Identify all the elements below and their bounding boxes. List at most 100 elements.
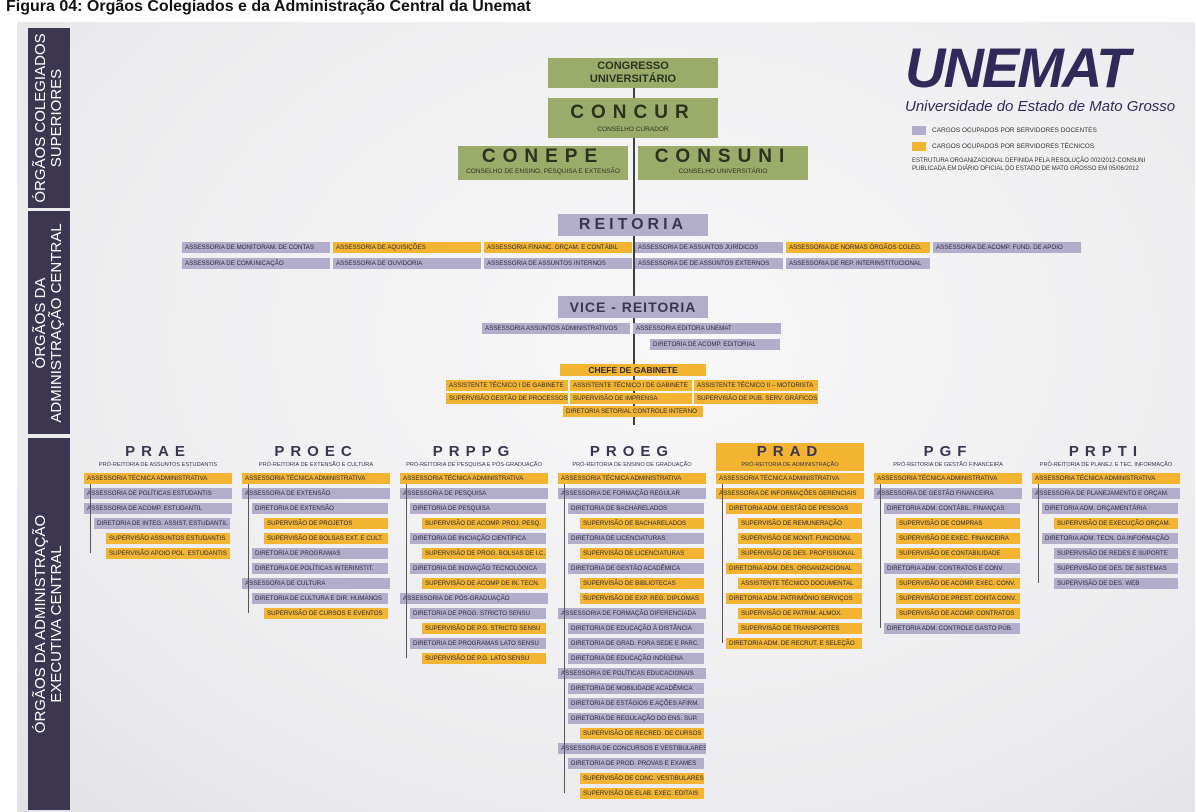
pro-reitoria-connector xyxy=(90,484,91,553)
pro-reitoria-connector xyxy=(248,484,249,613)
pro-reitoria-item: ASSESSORIA TÉCNICA ADMINISTRATIVA xyxy=(84,473,232,484)
pro-reitoria-subtitle: PRÓ-REITORIA DE ASSUNTOS ESTUDANTIS xyxy=(98,462,218,468)
pro-reitoria-item: SUPERVISÃO DE PREST. CONTA CONV. xyxy=(896,593,1020,604)
logo-tagline: Universidade do Estado de Mato Grosso xyxy=(905,98,1176,115)
logo-word: UNEMAT xyxy=(905,36,1130,99)
pro-reitoria-subtitle: PRÓ-REITORIA DE ADMINISTRAÇÃO xyxy=(741,462,839,468)
spine-line xyxy=(633,80,635,425)
pro-reitoria-item: SUPERVISÃO DE BIBLIOTECAS xyxy=(580,578,704,589)
vice-assessoria-item: ASSESSORIA ASSUNTOS ADMINISTRATIVOS xyxy=(482,323,630,334)
pro-reitoria-item: SUPERVISÃO DE MONIT. FUNCIONAL xyxy=(738,533,862,544)
pro-reitoria-item: ASSESSORIA TÉCNICA ADMINISTRATIVA xyxy=(242,473,390,484)
pro-reitoria-item: SUPERVISÃO DE DES. WEB xyxy=(1054,578,1178,589)
figure-caption: Figura 04: Órgãos Colegiados e da Admini… xyxy=(6,0,531,15)
consuni-box: CONSUNI CONSELHO UNIVERSITÁRIO xyxy=(638,146,808,180)
pro-reitoria-item: DIRETORIA DE CULTURA E DIR. HUMANOS xyxy=(252,593,388,604)
gabinete-item: SUPERVISÃO DE PUB. SERV. GRÁFICOS xyxy=(694,393,818,404)
pro-reitoria-item: SUPERVISÃO APOIO POL. ESTUDANTIS xyxy=(106,548,230,559)
pro-reitoria-item: SUPERVISÃO DE PROG. BOLSAS DE I.C. xyxy=(422,548,546,559)
pro-reitoria-title: PRAE xyxy=(125,443,191,460)
pro-reitoria-item: ASSESSORIA DE FORMAÇÃO DIFERENCIADA xyxy=(558,608,706,619)
pro-reitoria-item: DIRETORIA DE LICENCIATURAS xyxy=(568,533,704,544)
legend-swatch-docentes xyxy=(912,126,926,135)
pro-reitoria-item: DIRETORIA ADM. PATRIMÔNIO SERVIÇOS xyxy=(726,593,862,604)
pro-reitoria-item: ASSISTENTE TÉCNICO DOCUMENTAL xyxy=(738,578,862,589)
pro-reitoria-item: SUPERVISÃO DE ACOMP DE IN. TECN. xyxy=(422,578,546,589)
pro-reitoria-item: SUPERVISÃO DE ELAB. EXEC. EDITAIS xyxy=(580,788,704,799)
pro-reitoria-item: DIRETORIA DE PROG. STRICTO SENSU xyxy=(410,608,546,619)
pro-reitoria-item: SUPERVISÃO DE LICENCIATURAS xyxy=(580,548,704,559)
pro-reitoria-item: ASSESSORIA DE CULTURA xyxy=(242,578,390,589)
pro-reitoria-subtitle: PRÓ-REITORIA DE GESTÃO FINANCEIRA xyxy=(893,462,1003,468)
pro-reitoria-title: PRPPG xyxy=(432,443,516,460)
pro-reitoria-item: ASSESSORIA DE POLÍTICAS EDUCACIONAIS xyxy=(558,668,706,679)
pro-reitoria-item: SUPERVISÃO DE ACOMP. EXEC. CONV. xyxy=(896,578,1020,589)
pro-reitoria-item: ASSESSORIA TÉCNICA ADMINISTRATIVA xyxy=(400,473,548,484)
pro-reitoria-connector xyxy=(880,484,881,628)
vice-reitoria-box: VICE - REITORIA xyxy=(558,296,708,318)
side-label-admin-executiva: ÓRGÃOS DA ADMINISTRAÇÃO EXECUTIVA CENTRA… xyxy=(28,438,70,810)
pro-reitoria-item: ASSESSORIA DE GESTÃO FINANCEIRA xyxy=(874,488,1022,499)
gabinete-item: SUPERVISÃO DE IMPRENSA xyxy=(570,393,692,404)
pro-reitoria-item: SUPERVISÃO DE RECRED. DE CURSOS xyxy=(580,728,704,739)
pro-reitoria-item: SUPERVISÃO DE EXP. REG. DIPLOMAS xyxy=(580,593,704,604)
pro-reitoria-item: DIRETORIA ADM. CONTÁBIL. FINANÇAS xyxy=(884,503,1020,514)
pro-reitoria-item: DIRETORIA DE REGULAÇÃO DO ENS. SUP. xyxy=(568,713,704,724)
pro-reitoria-subtitle: PRÓ-REITORIA DE PLANEJ. E TEC. INFORMAÇÃ… xyxy=(1039,462,1173,468)
pro-reitoria-item: SUPERVISÃO DE CURSOS E EVENTOS xyxy=(264,608,388,619)
pro-reitoria-item: DIRETORIA DE ESTÁGIOS E AÇÕES AFIRM. xyxy=(568,698,704,709)
gabinete-item: ASSISTENTE TÉCNICO I DE GABINETE xyxy=(446,380,568,391)
pro-reitoria-title: PRPTI xyxy=(1068,443,1144,460)
pro-reitoria-item: SUPERVISÃO DE PROJETOS xyxy=(264,518,388,529)
pro-reitoria-item: SUPERVISÃO DE COMPRAS xyxy=(896,518,1020,529)
pro-reitoria-item: SUPERVISÃO DE P.G. STRICTO SENSU xyxy=(422,623,546,634)
legend-swatch-tecnicos xyxy=(912,142,926,151)
legend-note-1: ESTRUTURA ORGANIZACIONAL DEFINIDA PELA R… xyxy=(912,158,1146,164)
pro-reitoria-item: DIRETORIA ADM. CONTRATOS E CONV. xyxy=(884,563,1020,574)
pro-reitoria-subtitle: PRÓ-REITORIA DE PESQUISA E PÓS-GRADUAÇÃO xyxy=(406,462,542,468)
pro-reitoria-item: DIRETORIA DE PROD. PROVAS E EXAMES xyxy=(568,758,704,769)
pro-reitoria-item: ASSESSORIA DE PLANEJAMENTO E ORÇAM. xyxy=(1032,488,1180,499)
pro-reitoria-item: SUPERVISÃO DE CONC. VESTIBULARES xyxy=(580,773,704,784)
gabinete-item: SUPERVISÃO GESTÃO DE PROCESSOS xyxy=(446,393,568,404)
reitoria-assessoria-item: ASSESSORIA DE ACOMP. FUND. DE APOIO xyxy=(933,242,1081,253)
pro-reitoria-item: DIRETORIA ADM. DES. ORGANIZACIONAL xyxy=(726,563,862,574)
gabinete-item: ASSISTENTE TÉCNICO II – MOTORISTA xyxy=(694,380,818,391)
vice-reitoria-title: VICE - REITORIA xyxy=(569,299,697,315)
congresso-line2: UNIVERSITÁRIO xyxy=(589,73,677,85)
pro-reitoria-item: ASSESSORIA DE ACOMP. ESTUDANTIL xyxy=(84,503,232,514)
pro-reitoria-item: ASSESSORIA TÉCNICA ADMINISTRATIVA xyxy=(716,473,864,484)
conepe-box: CONEPE CONSELHO DE ENSINO, PESQUISA E EX… xyxy=(458,146,628,180)
reitoria-title: REITORIA xyxy=(578,216,688,233)
reitoria-assessoria-item: ASSESSORIA FINANC. ORÇAM. E CONTÁBIL xyxy=(484,242,632,253)
consuni-subtitle: CONSELHO UNIVERSITÁRIO xyxy=(678,168,768,175)
pro-reitoria-item: SUPERVISÃO DE DES. PROFISSIONAL xyxy=(738,548,862,559)
pro-reitoria-item: SUPERVISÃO DE EXECUÇÃO ORÇAM. xyxy=(1054,518,1178,529)
pro-reitoria-item: SUPERVISÃO DE TRANSPORTES xyxy=(738,623,862,634)
pro-reitoria-item: SUPERVISÃO DE BACHARELADOS xyxy=(580,518,704,529)
congresso-box: CONGRESSO UNIVERSITÁRIO xyxy=(548,58,718,88)
pro-reitoria-item: SUPERVISÃO ASSUNTOS ESTUDANTIS xyxy=(106,533,230,544)
pro-reitoria-item: DIRETORIA DE GRAD. FORA SEDE E PARC. xyxy=(568,638,704,649)
pro-reitoria-item: SUPERVISÃO DE CONTABILIDADE xyxy=(896,548,1020,559)
pro-reitoria-item: ASSESSORIA DE PESQUISA xyxy=(400,488,548,499)
pro-reitoria-item: SUPERVISÃO DE REDES E SUPORTE xyxy=(1054,548,1178,559)
pro-reitoria-connector xyxy=(564,484,565,793)
pro-reitoria-item: ASSESSORIA TÉCNICA ADMINISTRATIVA xyxy=(1032,473,1180,484)
legend-docentes: CARGOS OCUPADOS POR SERVIDORES DOCENTES xyxy=(932,127,1097,134)
gabinete-item: DIRETORIA SETORIAL CONTROLE INTERNO xyxy=(563,406,703,417)
pro-reitoria-item: ASSESSORIA DE POLÍTICAS ESTUDANTIS xyxy=(84,488,232,499)
pro-reitoria-item: ASSESSORIA TÉCNICA ADMINISTRATIVA xyxy=(558,473,706,484)
pro-reitoria-item: ASSESSORIA DE PÓS-GRADUAÇÃO xyxy=(400,593,548,604)
pro-reitoria-item: DIRETORIA DE PESQUISA xyxy=(410,503,546,514)
pro-reitoria-item: DIRETORIA ADM. CONTROLE GASTO PÚB. xyxy=(884,623,1020,634)
concur-subtitle: CONSELHO CURADOR xyxy=(597,126,669,133)
pro-reitoria-connector xyxy=(722,484,723,643)
pro-reitoria-connector xyxy=(1038,484,1039,583)
pro-reitoria-title: PROEC xyxy=(274,443,358,460)
reitoria-assessoria-item: ASSESSORIA DE COMUNICAÇÃO xyxy=(182,258,330,269)
pro-reitoria-item: DIRETORIA DE PROGRAMAS LATO SENSU xyxy=(410,638,546,649)
pro-reitoria-item: DIRETORIA DE POLÍTICAS INTERINSTIT. xyxy=(252,563,388,574)
pro-reitoria-item: ASSESSORIA DE FORMAÇÃO REGULAR xyxy=(558,488,706,499)
pro-reitoria-item: SUPERVISÃO DE P.G. LATO SENSU xyxy=(422,653,546,664)
